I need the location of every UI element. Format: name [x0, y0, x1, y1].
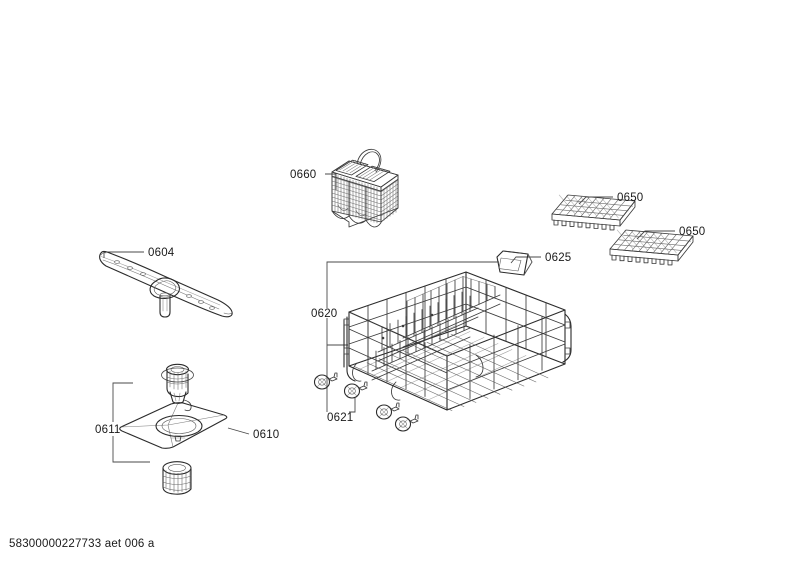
leader-0610 [227, 427, 250, 435]
leader-0620-top [326, 261, 499, 308]
part-0611-filter-assembly [112, 363, 250, 495]
spray-arm-body [99, 250, 233, 318]
leader-0611-top [112, 382, 133, 422]
cutlery-basket-mesh-right [380, 179, 399, 221]
label-0610: 0610 [253, 429, 279, 441]
label-0650-upper: 0650 [617, 192, 643, 204]
roller-pair-1 [313, 372, 338, 390]
upper-basket-wire-frame [343, 271, 572, 411]
label-0660: 0660 [290, 169, 316, 181]
basket-front-verticals [367, 319, 426, 397]
basket-detail-dots [381, 313, 434, 340]
strainer-slots [162, 469, 192, 493]
basket-right-verticals [485, 279, 547, 358]
basket-right-rails [465, 286, 566, 343]
label-0650-lower: 0650 [679, 226, 705, 238]
roller-pair-4 [394, 414, 419, 432]
cutlery-basket-mesh-front [331, 174, 382, 224]
part-0650-cup-racks [551, 194, 694, 266]
leader-0625 [510, 256, 541, 264]
leader-0650-lower [636, 230, 675, 240]
basket-tine-row-mid [377, 291, 479, 362]
cup-rack-upper [551, 194, 636, 231]
label-0604: 0604 [148, 247, 175, 259]
label-0621: 0621 [327, 412, 353, 424]
roller-pair-2 [343, 381, 368, 399]
basket-tine-row-rear [402, 276, 501, 348]
part-labels: 0660 0650 0650 0625 0620 0621 0604 0611 … [95, 169, 705, 441]
cup-rack-upper-lattice [556, 194, 633, 220]
part-0621-rollers [313, 368, 419, 432]
label-0620: 0620 [311, 308, 337, 320]
flat-filter-plate [119, 402, 228, 449]
part-0604-spray-arm [99, 250, 233, 318]
leader-0611-bottom [112, 436, 150, 463]
basket-far-verticals [469, 315, 543, 399]
cup-rack-lower-lattice [614, 229, 691, 255]
spray-arm-nozzles [114, 260, 215, 310]
part-0620-upper-basket [326, 261, 572, 411]
leader-0660 [325, 173, 337, 190]
label-0625: 0625 [545, 252, 571, 264]
micro-filter [161, 363, 194, 412]
cutlery-basket-handle [356, 148, 382, 173]
leader-0604 [103, 251, 144, 258]
cutlery-basket-body [331, 148, 399, 228]
basket-runner-rails [343, 313, 572, 382]
cup-rack-lower-tines [611, 254, 673, 266]
basket-tine-row-front [371, 312, 471, 381]
part-0625-handle-clip [496, 250, 541, 276]
cup-rack-lower [609, 229, 694, 266]
part-0660-cutlery-basket [325, 148, 399, 228]
roller-pair-3 [375, 402, 400, 420]
basket-corner-lugs [343, 318, 571, 355]
label-0611: 0611 [95, 424, 121, 436]
cylindrical-strainer [162, 461, 192, 495]
document-reference-code: 58300000227733 aet 006 a [9, 538, 155, 550]
cutlery-basket-lids [335, 159, 391, 183]
basket-side-hooks [352, 354, 484, 401]
cup-rack-upper-tines [553, 219, 615, 231]
